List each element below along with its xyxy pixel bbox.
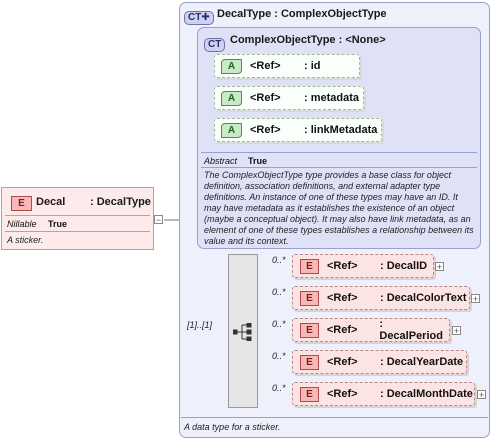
plus-icon[interactable]: + (435, 262, 444, 272)
attribute-id[interactable]: A <Ref> : id (214, 54, 360, 78)
attribute-linkmetadata[interactable]: A <Ref> : linkMetadata (214, 118, 382, 142)
plus-icon[interactable]: + (471, 294, 480, 304)
attribute-metadata[interactable]: A <Ref> : metadata (214, 86, 364, 110)
base-type-title: ComplexObjectType : <None> (230, 34, 386, 46)
plus-icon[interactable]: + (452, 326, 461, 336)
multiplicity-label: 0..* (272, 255, 286, 265)
complex-type-footer: A data type for a sticker. (184, 422, 281, 432)
element-badge: E (11, 196, 32, 211)
abstract-value: True (248, 156, 268, 166)
sequence-multiplicity: [1]..[1] (187, 320, 213, 330)
multiplicity-label: 0..* (272, 319, 286, 329)
base-type-badge: CT (204, 34, 226, 52)
multiplicity-label: 0..* (272, 351, 286, 361)
element-name: Decal (36, 196, 66, 208)
element-decalmonthdate[interactable]: E <Ref> : DecalMonthDate (292, 382, 475, 406)
nillable-value: True (48, 219, 68, 229)
sequence-icon (233, 323, 252, 341)
multiplicity-label: 0..* (272, 383, 286, 393)
element-decalid[interactable]: E <Ref> : DecalID (292, 254, 434, 278)
multiplicity-label: 0..* (272, 287, 286, 297)
plus-icon[interactable]: + (477, 390, 486, 400)
element-decalcolortext[interactable]: E <Ref> : DecalColorText (292, 286, 470, 310)
minus-icon[interactable]: − (154, 215, 163, 225)
base-type-description: The ComplexObjectType type provides a ba… (204, 170, 474, 246)
abstract-label: Abstract (204, 156, 238, 166)
sequence-compositor[interactable] (228, 254, 258, 408)
nillable-label: Nillable (7, 219, 37, 229)
element-description: A sticker. (7, 235, 44, 245)
element-decalperiod[interactable]: E <Ref> : DecalPeriod (292, 318, 450, 342)
root-element-box[interactable]: E Decal : DecalType Nillable True A stic… (1, 187, 154, 250)
element-decalyeardate[interactable]: E <Ref> : DecalYearDate (292, 350, 467, 374)
complex-type-badge: CT✚ (184, 7, 214, 25)
complex-type-title: DecalType : ComplexObjectType (217, 8, 387, 20)
element-type: : DecalType (90, 196, 151, 208)
